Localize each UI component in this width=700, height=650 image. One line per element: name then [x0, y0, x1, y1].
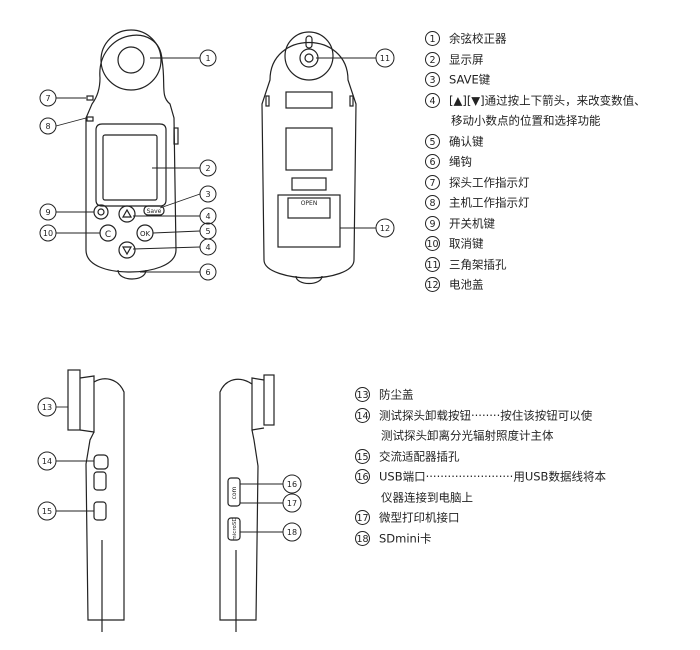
callout-3: 3	[205, 190, 210, 199]
save-key-label: Save	[147, 208, 162, 215]
microsd-slot	[227, 517, 241, 541]
microsd-label: microSD	[232, 517, 238, 540]
callout-9: 9	[45, 208, 50, 217]
probe-release-button[interactable]	[93, 454, 109, 470]
com-port	[93, 471, 107, 491]
cosine-corrector	[117, 46, 145, 74]
front-view	[85, 29, 179, 280]
probe-led	[86, 95, 94, 101]
callout-7: 7	[45, 94, 50, 103]
callout-10: 10	[43, 229, 53, 238]
right-side-view	[219, 374, 275, 632]
host-led	[86, 116, 94, 122]
tripod-socket	[299, 48, 319, 68]
callout-4-down: 4	[205, 243, 210, 252]
battery-cover	[277, 194, 341, 248]
open-label: OPEN	[301, 200, 318, 207]
com-port-label: com	[231, 486, 238, 499]
back-view	[261, 31, 357, 285]
callout-14: 14	[42, 457, 52, 466]
save-button[interactable]	[143, 205, 165, 216]
power-button[interactable]	[93, 204, 109, 220]
legend-item-4-cont: 移动小数点的位置和选择功能	[451, 113, 601, 128]
callout-17: 17	[287, 499, 297, 508]
callout-11: 11	[380, 54, 390, 63]
dust-cover	[67, 369, 81, 431]
callout-15: 15	[42, 507, 52, 516]
callout-18: 18	[287, 528, 297, 537]
callout-1: 1	[205, 54, 210, 63]
callout-6: 6	[205, 268, 210, 277]
legend-item-16-cont: 仪器连接到电脑上	[381, 490, 473, 504]
callout-4-up: 4	[205, 212, 210, 221]
legend-item-4: 4[▲][▼]通过按上下箭头，来改变数值、	[425, 90, 646, 111]
strap-hook	[117, 269, 147, 280]
callout-12: 12	[380, 224, 390, 233]
ok-key-label: OK	[140, 230, 151, 238]
cosine-corrector-outer	[100, 29, 162, 91]
left-side-view	[67, 369, 125, 632]
callout-5: 5	[205, 227, 210, 236]
display-screen	[102, 134, 158, 201]
c-key-label: C	[105, 230, 111, 240]
legend-item-14-cont: 测试探头卸离分光辐射照度计主体	[381, 428, 554, 443]
ac-adapter-jack	[93, 501, 107, 521]
callout-13: 13	[42, 403, 52, 412]
callout-8: 8	[45, 122, 50, 131]
usb-port	[227, 477, 241, 507]
callout-2: 2	[205, 164, 210, 173]
up-arrow-button[interactable]	[118, 205, 136, 223]
callout-16: 16	[287, 480, 297, 489]
down-arrow-button[interactable]	[118, 241, 136, 259]
